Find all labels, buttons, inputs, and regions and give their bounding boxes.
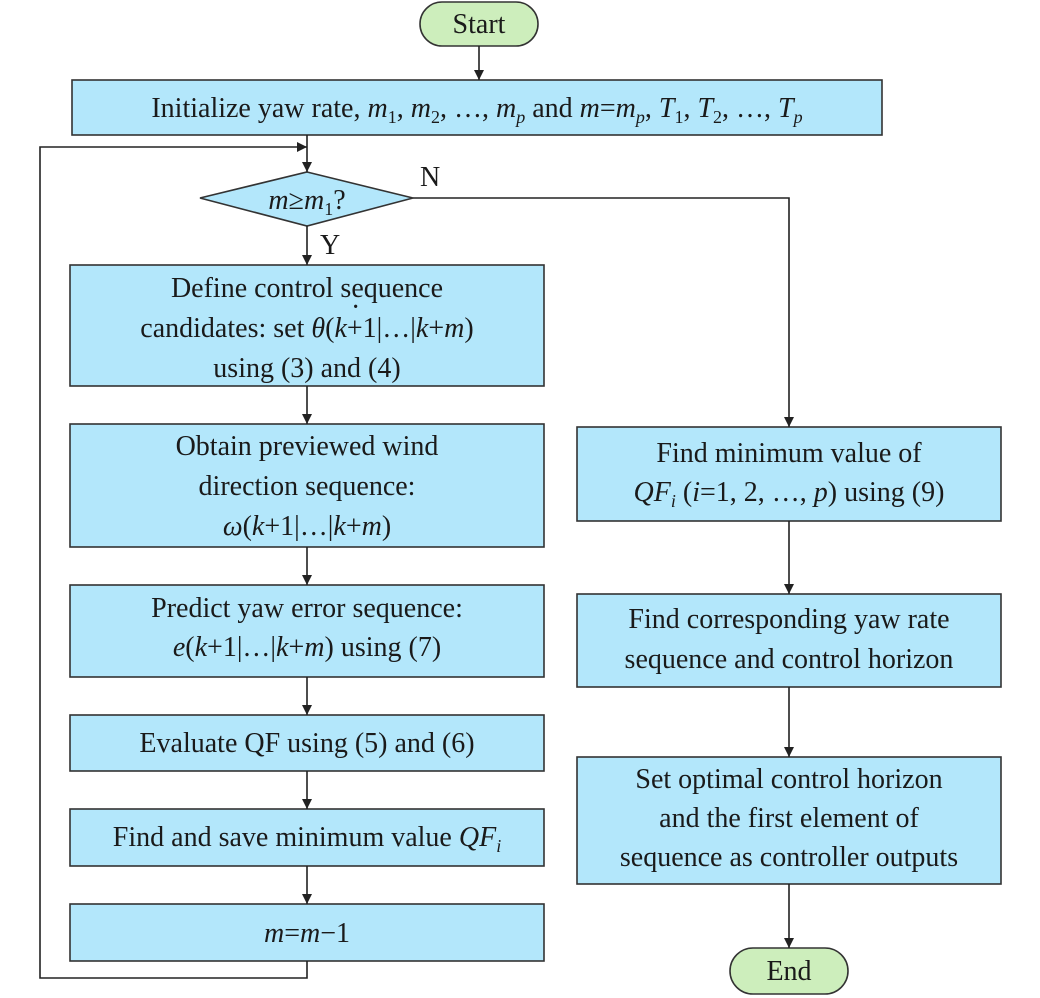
start-label: Start bbox=[453, 9, 506, 40]
obtain-node: Obtain previewed wind direction sequence… bbox=[69, 423, 545, 548]
find-min-line2: QFi (i=1, 2, …, p) using (9) bbox=[634, 477, 945, 511]
arrow-decision-no bbox=[413, 197, 794, 427]
define-line2: candidates: set θ(k+1|…|k+m) bbox=[140, 313, 473, 344]
predict-line2: e(k+1|…|k+m) using (7) bbox=[173, 632, 441, 663]
predict-node: Predict yaw error sequence: e(k+1|…|k+m)… bbox=[69, 584, 545, 678]
find-corr-node: Find corresponding yaw rate sequence and… bbox=[576, 593, 1002, 688]
define-node: Define control sequence candidates: set … bbox=[69, 264, 545, 387]
obtain-line1: Obtain previewed wind bbox=[176, 431, 439, 462]
set-opt-node: Set optimal control horizon and the firs… bbox=[576, 756, 1002, 885]
no-label: N bbox=[420, 162, 440, 193]
arrow-loop-back bbox=[39, 142, 308, 979]
set-opt-line1: Set optimal control horizon bbox=[635, 764, 942, 795]
init-node: Initialize yaw rate, m1, m2, …, mp and m… bbox=[71, 79, 883, 136]
find-corr-line1: Find corresponding yaw rate bbox=[628, 604, 949, 635]
start-node: Start bbox=[419, 1, 539, 47]
decrement-label: m=m−1 bbox=[264, 918, 350, 949]
define-line3: using (3) and (4) bbox=[213, 353, 400, 384]
find-corr-line2: sequence and control horizon bbox=[625, 644, 954, 675]
set-opt-line2: and the first element of bbox=[659, 803, 919, 834]
decision-node: m≥m1? bbox=[199, 171, 414, 227]
find-min-line1: Find minimum value of bbox=[656, 438, 922, 469]
define-line1: Define control sequence bbox=[171, 273, 443, 304]
end-label: End bbox=[766, 956, 811, 987]
predict-line1: Predict yaw error sequence: bbox=[151, 593, 463, 624]
find-min-node: Find minimum value of QFi (i=1, 2, …, p)… bbox=[576, 426, 1002, 522]
evaluate-label: Evaluate QF using (5) and (6) bbox=[139, 728, 474, 759]
obtain-line3: ω(k+1|…|k+m) bbox=[223, 511, 391, 542]
decision-label: m≥m1? bbox=[268, 185, 345, 219]
init-label: Initialize yaw rate, m1, m2, …, mp and m… bbox=[151, 93, 802, 127]
set-opt-line3: sequence as controller outputs bbox=[620, 842, 958, 873]
save-label: Find and save minimum value QFi bbox=[113, 822, 501, 856]
end-node: End bbox=[729, 947, 849, 995]
decrement-node: m=m−1 bbox=[69, 903, 545, 962]
obtain-line2: direction sequence: bbox=[199, 471, 416, 502]
theta-dot: · bbox=[351, 292, 360, 323]
evaluate-node: Evaluate QF using (5) and (6) bbox=[69, 714, 545, 772]
save-node: Find and save minimum value QFi bbox=[69, 808, 545, 867]
yes-label: Y bbox=[320, 230, 340, 261]
